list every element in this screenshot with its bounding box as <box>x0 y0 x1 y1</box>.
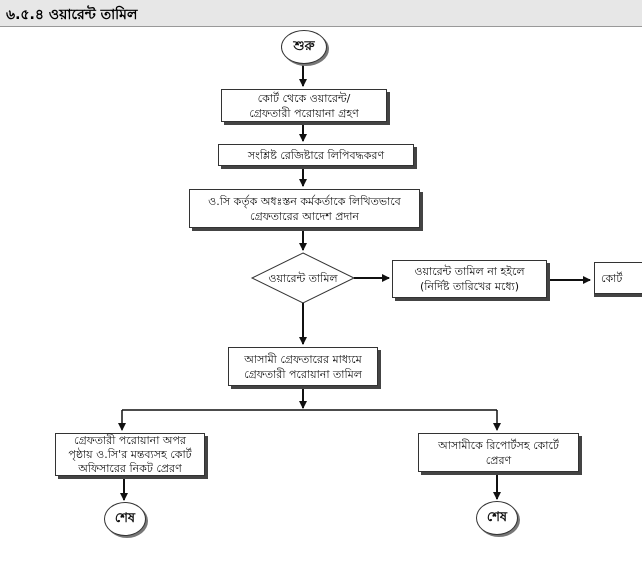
step-send-officer: গ্রেফতারী পরোয়ানা অপর পৃষ্ঠায় ও.সি'র ম… <box>55 433 205 476</box>
step-arrest: আসামী গ্রেফতারের মাধ্যমে গ্রেফতারী পরোয়… <box>228 347 378 386</box>
end-left-label: শেষ <box>114 510 136 526</box>
step-receive-line1: কোর্ট থেকে ওয়ারেন্ট/ <box>257 91 351 105</box>
step-register-line1: সংশ্লিষ্ট রেজিষ্টারে লিপিবদ্ধকরণ <box>247 148 385 162</box>
start-label: শুরু <box>293 38 315 54</box>
step-notserved-line2: (নির্দিষ্ট তারিখের মধ্যে) <box>419 280 520 293</box>
step-sendofficer-line1: গ্রেফতারী পরোয়ানা অপর <box>74 433 186 447</box>
step-sendofficer-line2: পৃষ্ঠায় ও.সি'র মন্তব্যসহ কোর্ট <box>68 447 192 461</box>
step-send-court: আসামীকে রিপোর্টসহ কোর্টে প্রেরণ <box>418 433 579 472</box>
end-node-left: শেষ <box>104 502 146 536</box>
section-header: ৬.৫.৪ ওয়ারেন্ট তামিল <box>0 0 642 27</box>
section-title: ৬.৫.৪ ওয়ারেন্ট তামিল <box>6 7 138 23</box>
start-node: শুরু <box>281 30 327 64</box>
end-node-right: শেষ <box>476 501 518 535</box>
step-court-partial: কোর্ট <box>594 262 642 294</box>
step-court-label: কোর্ট <box>601 271 623 285</box>
step-arrest-line1: আসামী গ্রেফতারের মাধ্যমে <box>244 352 362 366</box>
step-order-line2: গ্রেফতারের আদেশ প্রদান <box>250 209 359 223</box>
step-sendcourt-line2: প্রেরণ <box>485 453 512 467</box>
step-sendcourt-line1: আসামীকে রিপোর্টসহ কোর্টে <box>438 438 559 452</box>
step-register: সংশ্লিষ্ট রেজিষ্টারে লিপিবদ্ধকরণ <box>218 144 414 166</box>
step-order-line1: ও.সি কর্তৃক অধঃস্তন কর্মকর্তাকে লিখিতভাব… <box>208 194 401 208</box>
end-right-label: শেষ <box>486 509 508 525</box>
step-receive-warrant: কোর্ট থেকে ওয়ারেন্ট/ গ্রেফতারী পরোয়ানা… <box>221 89 387 122</box>
step-arrest-line2: গ্রেফতারী পরোয়ানা তামিল <box>244 367 362 381</box>
decision-label: ওয়ারেন্ট তামিল <box>268 272 338 285</box>
step-notserved-line1: ওয়ারেন্ট তামিল না হইলে <box>414 265 525 278</box>
step-order: ও.সি কর্তৃক অধঃস্তন কর্মকর্তাকে লিখিতভাব… <box>189 189 420 228</box>
step-sendofficer-line3: অফিসারের নিকট প্রেরণ <box>78 461 182 475</box>
step-not-served: ওয়ারেন্ট তামিল না হইলে (নির্দিষ্ট তারিখ… <box>392 260 547 298</box>
step-receive-line2: গ্রেফতারী পরোয়ানা গ্রহণ <box>249 106 359 120</box>
